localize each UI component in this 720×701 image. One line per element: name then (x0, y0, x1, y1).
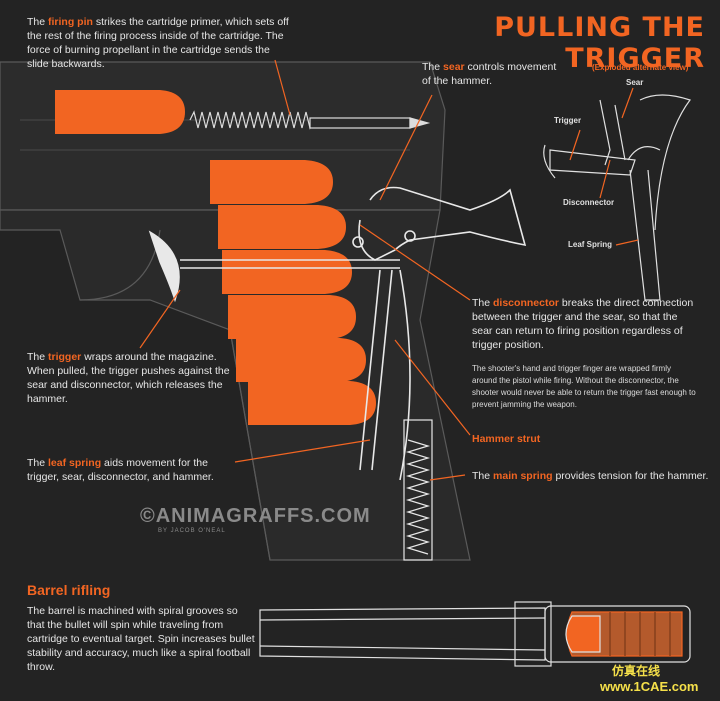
firing-pin-term: firing pin (48, 16, 93, 28)
exploded-view (543, 94, 691, 301)
site-mark-cn: 仿真在线 (612, 664, 661, 678)
author-credit: BY JACOB O'NEAL (158, 528, 226, 534)
main-spring-post: provides tension for the hammer. (552, 470, 709, 482)
barrel-heading: Barrel rifling (27, 582, 111, 598)
leader-lines (139, 59, 471, 481)
exploded-label-trigger: Trigger (554, 116, 582, 125)
trigger-term: trigger (48, 351, 82, 363)
sear-caption: The sear controls movement of the hammer… (422, 60, 562, 88)
trigger-part (148, 230, 400, 303)
hammer-assembly (352, 186, 527, 481)
sear-term: sear (443, 61, 465, 73)
disconnector-pre: The (472, 297, 494, 309)
cartridge-1 (210, 160, 333, 204)
sear-pre: The (422, 61, 444, 73)
leaf-spring-caption: The leaf spring aids movement for the tr… (27, 456, 242, 484)
barrel-drawing (259, 601, 691, 667)
leaf-spring-post: aids movement for the trigger, sear, dis… (27, 457, 214, 483)
hammer-strut-label: Hammer strut (472, 433, 541, 445)
firing-pin-pre: The (27, 16, 49, 28)
exploded-leaders (569, 87, 639, 246)
shooter-note: The shooter's hand and trigger finger ar… (472, 364, 696, 409)
exploded-label-sear: Sear (626, 78, 644, 87)
firing-pin-caption: The firing pin strikes the cartridge pri… (27, 15, 292, 71)
disconnector-caption: The disconnector breaks the direct conne… (472, 296, 697, 352)
cartridge-6 (248, 381, 376, 425)
main-spring-caption: The main spring provides tension for the… (472, 469, 712, 483)
leaf-spring-pre: The (27, 457, 49, 469)
cartridge-2 (218, 205, 346, 249)
exploded-label-disconnector: Disconnector (563, 198, 615, 207)
trigger-caption: The trigger wraps around the magazine. W… (27, 350, 242, 406)
trigger-post: wraps around the magazine. When pulled, … (27, 351, 230, 405)
page-title: PULLING THE TRIGGER (494, 12, 705, 74)
cartridge-chamber (55, 90, 185, 134)
watermark: ©ANIMAGRAFFS.COM (140, 505, 371, 527)
sear-post: controls movement of the hammer. (422, 61, 557, 87)
firing-pin-post: strikes the cartridge primer, which sets… (27, 16, 289, 70)
firing-pin-spring (189, 110, 431, 130)
cartridge-5 (236, 338, 366, 382)
barrel-body: The barrel is machined with spiral groov… (27, 605, 255, 673)
main-spring (403, 419, 433, 561)
cartridge-3 (222, 250, 352, 294)
exploded-label-leaf-spring: Leaf Spring (568, 240, 613, 249)
cartridges (55, 90, 376, 425)
cartridge-4 (228, 295, 356, 339)
site-mark: www.1CAE.com (600, 679, 699, 694)
disconnector-post: breaks the direct connection between the… (472, 297, 694, 351)
leaf-spring-term: leaf spring (48, 457, 102, 469)
main-spring-term: main spring (493, 470, 553, 482)
exploded-view-label: (Exploded alternate view) (592, 63, 689, 72)
disconnector-term: disconnector (493, 297, 559, 309)
trigger-pre: The (27, 351, 49, 363)
main-spring-pre: The (472, 470, 494, 482)
